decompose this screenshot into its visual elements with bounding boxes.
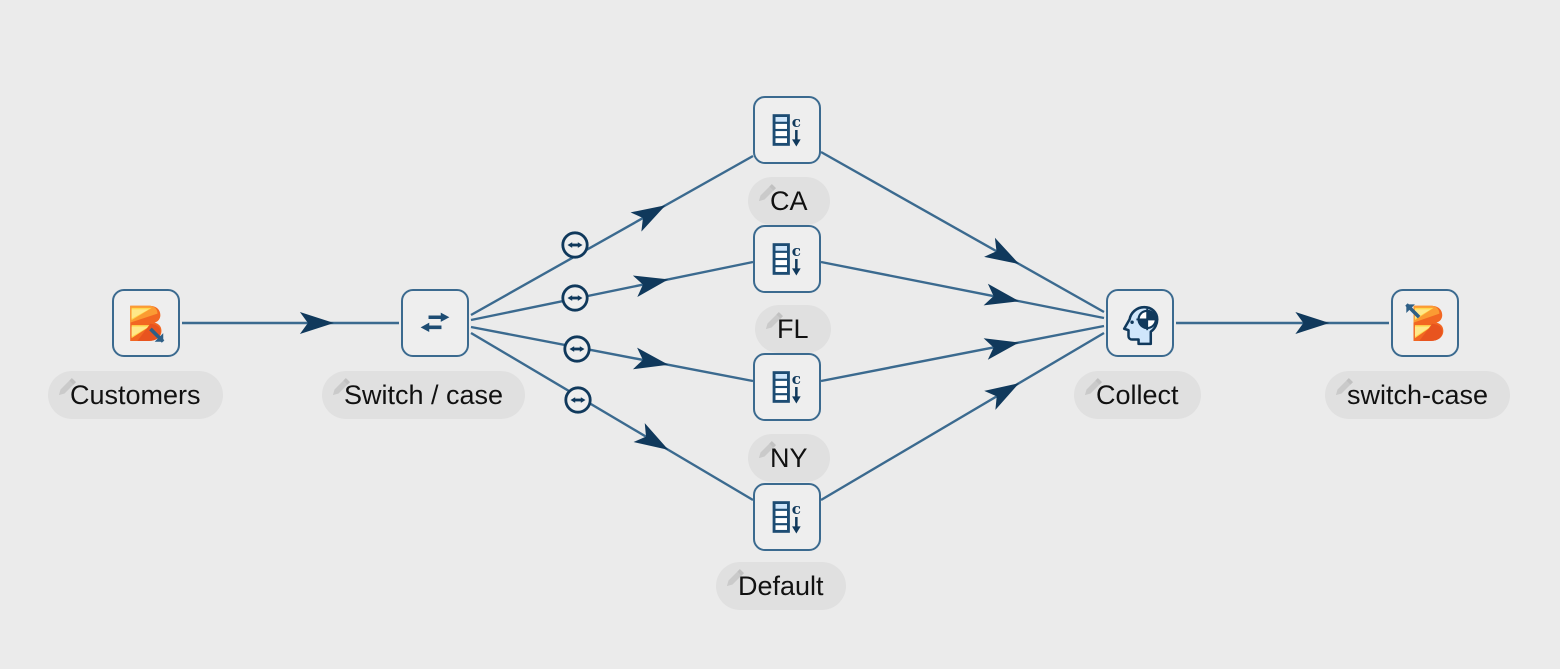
edge[interactable] [820, 150, 1105, 314]
pencil-edit-icon[interactable] [754, 437, 780, 463]
bigquery-b-logo-input-icon [1402, 300, 1448, 346]
edge[interactable] [470, 260, 754, 322]
edge-line [470, 154, 754, 317]
edge[interactable] [820, 331, 1105, 502]
edge-arrowhead [984, 237, 1020, 264]
pencil-edit-icon[interactable] [54, 374, 80, 400]
edge-arrowhead [299, 312, 334, 334]
pencil-edit-icon[interactable] [328, 374, 354, 400]
pencil-edit-icon[interactable] [1331, 374, 1357, 400]
node-label-branch-default[interactable]: Default [716, 562, 846, 610]
bigquery-b-logo-output-icon [123, 300, 169, 346]
edge-arrowhead [983, 338, 1020, 360]
node-label-text: Customers [70, 379, 201, 410]
edge[interactable] [820, 260, 1105, 320]
badge-ny[interactable] [562, 334, 592, 364]
edge-arrowhead [630, 205, 666, 232]
badge-ca[interactable] [560, 230, 590, 260]
edge[interactable] [1176, 312, 1389, 334]
edge-arrowhead [983, 283, 1020, 306]
edge[interactable] [820, 324, 1105, 383]
sort-column-descending-icon [764, 236, 810, 282]
node-branch-fl[interactable] [753, 225, 821, 293]
pencil-edit-icon[interactable] [754, 180, 780, 206]
node-label-text: NY [770, 442, 808, 473]
node-label-text: CA [770, 185, 808, 216]
node-label-text: Collect [1096, 379, 1179, 410]
badge-default[interactable] [563, 385, 593, 415]
badge-fl[interactable] [560, 283, 590, 313]
node-switch-case-output[interactable] [1391, 289, 1459, 357]
edge-arrowhead [632, 347, 669, 370]
edge-line [820, 260, 1105, 320]
edge-arrowhead [632, 275, 669, 298]
sort-column-descending-icon [764, 364, 810, 410]
node-label-collect[interactable]: Collect [1074, 371, 1201, 419]
node-branch-ca[interactable] [753, 96, 821, 164]
edge-line [470, 260, 754, 322]
node-label-switch-case-node[interactable]: Switch / case [322, 371, 526, 419]
sort-column-descending-icon [764, 107, 810, 153]
pencil-edit-icon[interactable] [761, 308, 787, 334]
edge[interactable] [182, 312, 399, 334]
node-label-text: Switch / case [344, 379, 504, 410]
pencil-edit-icon[interactable] [1080, 374, 1106, 400]
node-branch-default[interactable] [753, 483, 821, 551]
edge[interactable] [470, 325, 754, 383]
head-target-collect-icon [1117, 300, 1163, 346]
edge-arrowhead [633, 423, 669, 450]
node-label-switch-case-output[interactable]: switch-case [1325, 371, 1511, 419]
edge-line [820, 324, 1105, 383]
edge[interactable] [470, 331, 754, 502]
switch-exchange-arrows-icon [412, 300, 458, 346]
edge-arrowhead [984, 383, 1020, 410]
sort-column-descending-icon [764, 494, 810, 540]
node-collect[interactable] [1106, 289, 1174, 357]
node-label-customers[interactable]: Customers [48, 371, 223, 419]
edge-arrowhead [1295, 312, 1330, 334]
node-label-branch-fl[interactable]: FL [755, 305, 831, 353]
node-label-branch-ny[interactable]: NY [748, 434, 830, 482]
edge-line [820, 150, 1105, 314]
node-label-branch-ca[interactable]: CA [748, 177, 830, 225]
node-customers[interactable] [112, 289, 180, 357]
node-label-text: switch-case [1347, 379, 1489, 410]
edge-line [470, 325, 754, 383]
node-label-text: Default [738, 570, 824, 601]
pencil-edit-icon[interactable] [722, 565, 748, 591]
edge-line [470, 331, 754, 502]
edge[interactable] [470, 154, 754, 317]
node-switch-case-node[interactable] [401, 289, 469, 357]
node-branch-ny[interactable] [753, 353, 821, 421]
edge-line [820, 331, 1105, 502]
node-label-text: FL [777, 313, 809, 344]
